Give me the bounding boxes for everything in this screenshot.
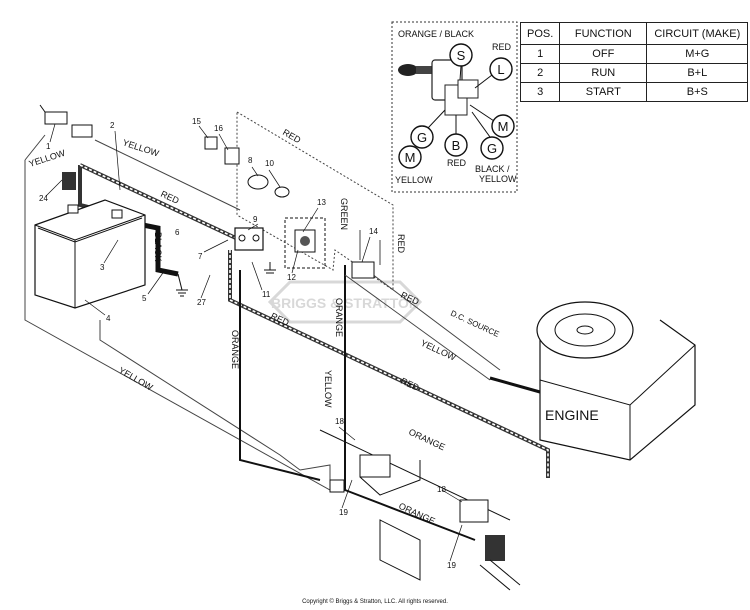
wire-label-yellow-5: YELLOW (419, 338, 458, 363)
table-row: 2 RUN B+L (519, 63, 749, 83)
part-number-24: 24 (39, 194, 48, 203)
wire-label-orange-1: ORANGE (230, 330, 240, 369)
leader-lines (45, 123, 463, 562)
table-cell: 3 (519, 82, 561, 102)
engine-icon (536, 301, 696, 461)
table-row: 1 OFF M+G (519, 44, 749, 64)
wire-label-red-top: RED (281, 127, 303, 145)
orange-wire-2 (344, 265, 476, 541)
part-number-19a: 19 (339, 508, 348, 517)
inset-yellow-label: YELLOW (395, 175, 433, 185)
table-cell: OFF (559, 44, 648, 64)
part-number-1: 1 (46, 142, 51, 151)
engine-label: ENGINE (545, 407, 599, 423)
table-cell: RUN (559, 63, 648, 83)
wire-label-red-3: RED (396, 234, 406, 254)
table-cell: M+G (646, 44, 749, 64)
orange-wire (239, 270, 321, 481)
part-number-4: 4 (106, 314, 111, 323)
part-number-16: 16 (214, 124, 223, 133)
copyright-text: Copyright © Briggs & Stratton, LLC. All … (302, 599, 448, 605)
part-number-9: 9 (253, 215, 258, 224)
fuse-24-icon (62, 172, 76, 190)
inset-black-yellow-label-2: YELLOW (479, 174, 517, 184)
part-number-27: 27 (197, 298, 206, 307)
terminal-g2: G (480, 136, 504, 160)
svg-text:G: G (487, 141, 497, 156)
harness-dashed-panel (236, 111, 394, 291)
svg-text:B: B (452, 138, 461, 153)
inset-red-label: RED (492, 42, 512, 52)
part-number-15: 15 (192, 117, 201, 126)
ignition-switch-13-icon (284, 217, 326, 269)
svg-text:M: M (405, 150, 416, 165)
table-header-function: FUNCTION (559, 22, 648, 45)
part-number-11: 11 (262, 290, 271, 299)
terminal-g: G (410, 125, 434, 149)
switch-assembly-19b-icon (379, 499, 521, 591)
wire-label-orange-3: ORANGE (407, 427, 447, 453)
wire-label-black: BLACK (153, 232, 163, 262)
svg-text:S: S (457, 48, 466, 63)
terminal-b: B (444, 133, 468, 157)
terminal-m2: M (398, 145, 422, 169)
part-number-8: 8 (248, 156, 253, 165)
wire-label-yellow-4: YELLOW (117, 365, 155, 393)
wire-label-yellow-3: YELLOW (323, 370, 333, 408)
part-number-5: 5 (142, 294, 147, 303)
wire-label-green: GREEN (339, 198, 349, 230)
table-cell: 1 (519, 44, 561, 64)
connector-1-icon (39, 104, 93, 138)
terminal-m: M (491, 114, 515, 138)
part-number-12: 12 (287, 273, 296, 282)
table-header-row: POS. FUNCTION CIRCUIT (MAKE) (519, 22, 749, 45)
terminal-l: L (489, 57, 513, 81)
svg-text:G: G (417, 130, 427, 145)
washer-8-icon (247, 174, 269, 190)
battery-icon (34, 199, 146, 309)
inset-dashed-frame (391, 21, 518, 193)
terminal-s: S (449, 43, 473, 67)
part-number-13: 13 (317, 198, 326, 207)
part-number-3: 3 (100, 263, 105, 272)
part-16-icon (224, 147, 240, 165)
yellow-wire-loop (24, 160, 331, 491)
svg-text:M: M (498, 119, 509, 134)
part-number-6: 6 (175, 228, 180, 237)
switch-function-table: POS. FUNCTION CIRCUIT (MAKE) 1 OFF M+G 2… (519, 22, 749, 102)
part-number-2: 2 (110, 121, 115, 130)
table-cell: B+S (646, 82, 749, 102)
nut-10-icon (274, 186, 290, 198)
dc-source-wire (359, 264, 501, 371)
table-cell: B+L (646, 63, 749, 83)
red-wire-to-engine (228, 250, 550, 478)
part-number-18a: 18 (335, 417, 344, 426)
switch-assembly-19-icon (329, 454, 421, 496)
wire-label-orange-4: ORANGE (397, 501, 437, 527)
part-numbers: 1 2 3 4 5 6 7 8 9 10 11 12 13 14 15 16 1… (39, 117, 456, 570)
table-header-circuit: CIRCUIT (MAKE) (646, 22, 749, 45)
ignition-switch-icon (398, 59, 479, 116)
wire-label-dc-source: D.C. SOURCE (449, 309, 500, 339)
table-header-pos: POS. (519, 22, 561, 45)
table-row: 3 START B+S (519, 82, 749, 102)
ground-icon (264, 262, 276, 274)
part-number-14: 14 (369, 227, 378, 236)
inset-black-yellow-label-1: BLACK / (475, 164, 510, 174)
connector-14-icon (351, 261, 375, 279)
table-cell: 2 (519, 63, 561, 83)
part-number-10: 10 (265, 159, 274, 168)
part-15-icon (204, 136, 218, 150)
svg-text:L: L (497, 62, 504, 77)
table-cell: START (559, 82, 648, 102)
inset-title: ORANGE / BLACK (398, 29, 474, 39)
part-number-19b: 19 (447, 561, 456, 570)
part-number-7: 7 (198, 252, 203, 261)
part-number-18b: 18 (437, 485, 446, 494)
solenoid-9-icon (234, 227, 264, 251)
wire-label-orange-2: ORANGE (334, 298, 344, 337)
inset-red-b-label: RED (447, 158, 467, 168)
